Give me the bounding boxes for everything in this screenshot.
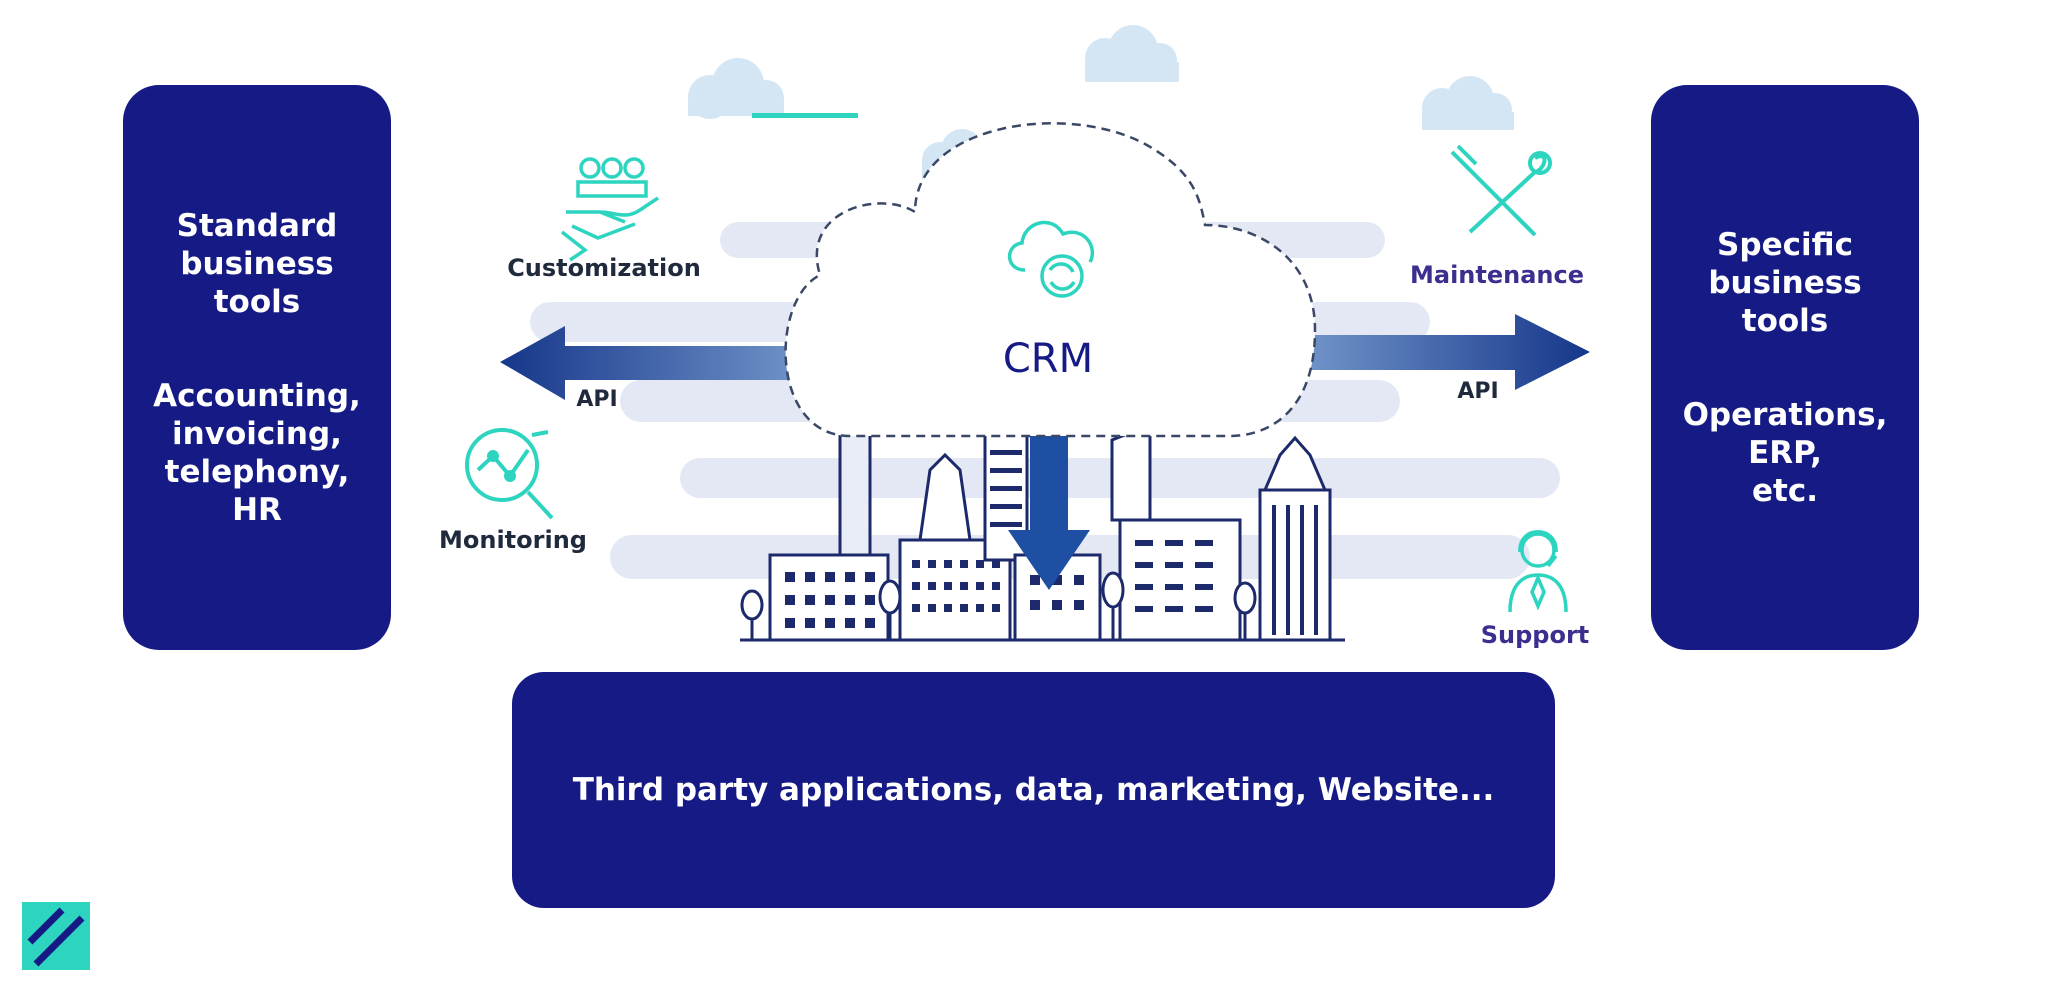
brand-logo [22,902,90,970]
trees [740,571,1257,640]
specific-business-tools-description: Operations, ERP, etc. [1682,396,1888,509]
cloud-sync-icon [1007,220,1095,298]
third-party-card: Third party applications, data, marketin… [512,672,1555,908]
right-api-arrow [1310,314,1590,390]
crm-label: CRM [1003,336,1093,382]
left-api-arrow [500,326,800,400]
specific-business-tools-card: Specific business tools Operations, ERP,… [1651,85,1919,650]
monitoring-label: Monitoring [439,526,587,554]
standard-business-tools-description: Accounting, invoicing, telephony, HR [153,377,361,528]
support-label: Support [1481,621,1590,649]
maintenance-label: Maintenance [1410,261,1584,289]
specific-business-tools-title: Specific business tools [1708,226,1862,339]
cloud-decoration-1 [688,58,784,119]
crm-cloud [784,122,1317,438]
third-party-text: Third party applications, data, marketin… [572,772,1495,808]
teal-accent-line [752,113,858,118]
right-api-label: API [1457,379,1498,404]
standard-business-tools-card: Standard business tools Accounting, invo… [123,85,391,650]
customization-label: Customization [507,254,701,282]
cloud-decoration-3 [1422,76,1514,130]
down-arrow [1008,430,1090,590]
tools-icon [1450,144,1552,237]
hand-people-icon [560,157,659,262]
magnifier-chart-icon [465,428,554,520]
support-person-icon [1508,530,1568,613]
cloud-decoration-2 [1085,25,1179,82]
building-windows [785,450,1318,635]
standard-business-tools-title: Standard business tools [176,207,338,320]
left-api-label: API [576,387,617,412]
